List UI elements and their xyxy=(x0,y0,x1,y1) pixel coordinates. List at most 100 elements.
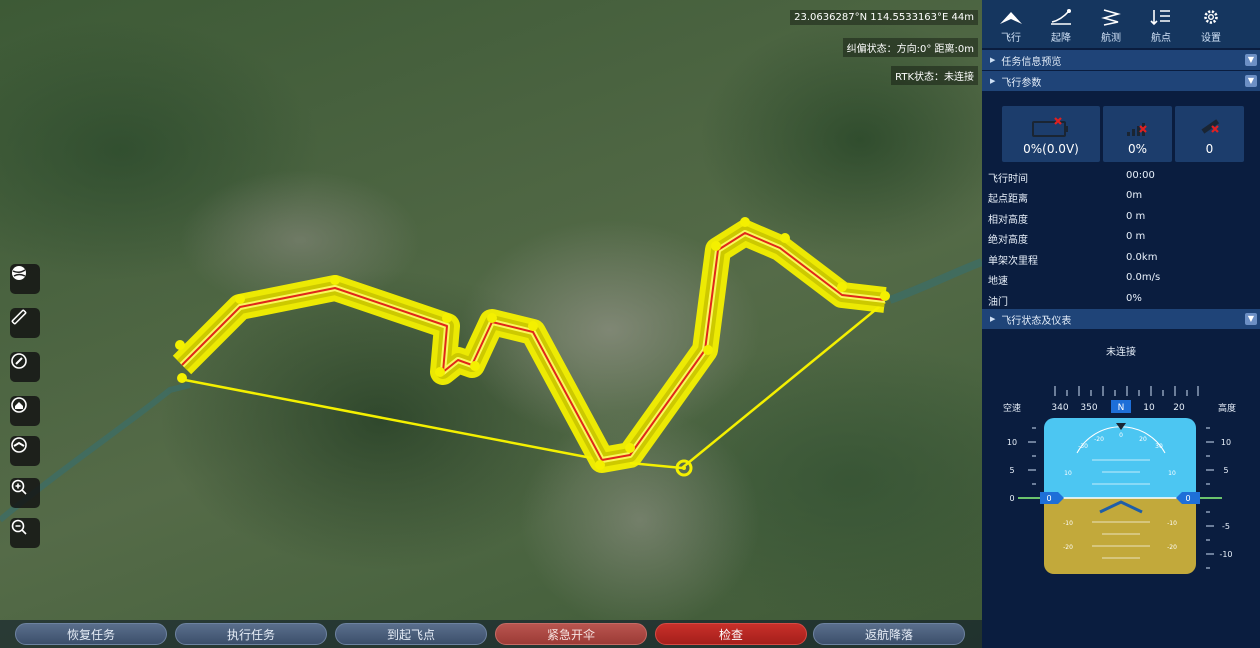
roll-label: -30 xyxy=(1078,443,1088,450)
airspeed-scale xyxy=(1028,427,1036,499)
roll-label: -20 xyxy=(1094,436,1104,443)
globe-layer-button[interactable] xyxy=(10,264,40,294)
battery-icon xyxy=(1032,117,1068,137)
signal-strength-icon xyxy=(1126,123,1147,136)
altitude-tick-label: 10 xyxy=(1221,438,1231,447)
param-row-absolute-altitude: 绝对高度 0 m xyxy=(988,231,1146,246)
panel-tabbar: 飞行 起降 航测 航点 设置 xyxy=(982,0,1260,48)
zoom-out-button[interactable] xyxy=(10,518,40,548)
ruler-measure-icon xyxy=(11,309,27,325)
chevron-down-icon[interactable]: ▼ xyxy=(1245,313,1257,325)
aircraft-symbol xyxy=(1099,500,1143,514)
airspeed-tick-label: 5 xyxy=(1009,466,1014,475)
expand-arrow-icon: ▶ xyxy=(990,56,996,64)
heading-indicator xyxy=(1111,400,1131,413)
zoom-in-button[interactable] xyxy=(10,478,40,508)
flight-center-line xyxy=(181,232,886,461)
artificial-horizon: 10 10 -10 -10 -20 -20 -30 -20 0 20 30 xyxy=(1044,418,1196,574)
roll-label: 30 xyxy=(1155,443,1163,450)
altitude-scale xyxy=(1206,427,1214,569)
go-to-takeoff-button[interactable]: 到起飞点 xyxy=(335,623,487,645)
chevron-down-icon[interactable]: ▼ xyxy=(1245,54,1257,66)
altitude-tick-label: -5 xyxy=(1222,522,1230,531)
battery-card: 0%(0.0V) xyxy=(1002,106,1100,162)
param-row-ground-speed: 地速 0.0m/s xyxy=(988,272,1161,287)
airspeed-label: 空速 xyxy=(1003,402,1021,414)
pitch-label: 10 xyxy=(1064,470,1072,477)
coordinate-readout: 23.0636287°N 114.5533163°E 44m xyxy=(790,10,978,25)
tab-takeoff-landing[interactable]: 起降 xyxy=(1036,0,1086,48)
section-flight-status[interactable]: ▶ 飞行状态及仪表 ▼ xyxy=(982,309,1260,329)
param-row-home-distance: 起点距离 0m xyxy=(988,190,1143,205)
execute-task-button[interactable]: 执行任务 xyxy=(175,623,327,645)
section-flight-params[interactable]: ▶ 飞行参数 ▼ xyxy=(982,71,1260,91)
altitude-tick-label: -10 xyxy=(1219,550,1232,559)
check-button[interactable]: 检查 xyxy=(655,623,807,645)
satellite-icon xyxy=(1200,119,1219,134)
airspeed-pointer xyxy=(1040,492,1064,504)
home-location-icon xyxy=(11,397,27,413)
param-row-flight-time: 飞行时间 00:00 xyxy=(988,170,1155,185)
gear-icon xyxy=(1204,10,1218,24)
drone-locate-icon xyxy=(11,437,27,453)
airspeed-value: 0 xyxy=(1046,494,1051,503)
globe-layer-icon xyxy=(12,266,26,280)
action-bar: 恢复任务 执行任务 到起飞点 紧急开伞 检查 返航降落 xyxy=(0,620,982,648)
tab-settings[interactable]: 设置 xyxy=(1186,0,1236,48)
tab-survey[interactable]: 航测 xyxy=(1086,0,1136,48)
control-panel: 飞行 起降 航测 航点 设置 ▶ 任务信息预览 ▼ ▶ 飞行参数 ▼ xyxy=(982,0,1260,648)
section-task-preview[interactable]: ▶ 任务信息预览 ▼ xyxy=(982,50,1260,70)
chevron-down-icon[interactable]: ▼ xyxy=(1245,75,1257,87)
battery-value: 0%(0.0V) xyxy=(1023,142,1079,156)
deviation-status: 纠偏状态：方向:0° 距离:0m xyxy=(842,38,978,57)
expand-arrow-icon: ▶ xyxy=(990,315,996,323)
emergency-parachute-button[interactable]: 紧急开伞 xyxy=(495,623,647,645)
attitude-instrument: 340 350 N 10 20 空速 高度 10 10 -10 -10 -20 xyxy=(1003,386,1236,574)
connection-status: 未连接 xyxy=(1106,347,1136,358)
airspeed-tick-label: 10 xyxy=(1007,438,1017,447)
pitch-label: -20 xyxy=(1167,544,1177,551)
altitude-label: 高度 xyxy=(1218,402,1236,414)
signal-card: 0% xyxy=(1103,106,1172,162)
heading-tick-label: N xyxy=(1118,403,1125,413)
takeoff-landing-icon xyxy=(1051,9,1071,25)
route-overlay xyxy=(0,217,982,523)
compass-icon xyxy=(11,353,27,369)
pitch-label: -10 xyxy=(1063,520,1073,527)
home-point-marker xyxy=(675,459,693,477)
signal-value: 0% xyxy=(1127,142,1148,156)
return-land-button[interactable]: 返航降落 xyxy=(813,623,965,645)
survey-icon xyxy=(1101,9,1121,26)
param-row-sortie-mileage: 单架次里程 0.0km xyxy=(988,252,1158,267)
tab-flight[interactable]: 飞行 xyxy=(986,0,1036,48)
map-view[interactable]: 23.0636287°N 114.5533163°E 44m 纠偏状态：方向:0… xyxy=(0,0,982,648)
route-connector-line xyxy=(184,378,603,462)
plane-icon xyxy=(1000,12,1022,24)
pitch-label: 10 xyxy=(1168,470,1176,477)
ruler-measure-button[interactable] xyxy=(10,308,40,338)
satellite-count: 0 xyxy=(1205,142,1214,156)
zoom-out-icon xyxy=(11,519,27,535)
drone-locate-button[interactable] xyxy=(10,436,40,466)
heading-tick-label: 340 xyxy=(1051,403,1068,413)
waypoint-markers xyxy=(175,217,890,470)
expand-arrow-icon: ▶ xyxy=(990,77,996,85)
altitude-tick-label: 5 xyxy=(1223,466,1228,475)
roll-label: 20 xyxy=(1139,436,1147,443)
airspeed-tick-label: 0 xyxy=(1009,494,1014,503)
ground xyxy=(1044,498,1196,574)
home-location-button[interactable] xyxy=(10,396,40,426)
heading-tick-label: 20 xyxy=(1173,403,1185,413)
roll-pointer xyxy=(1116,423,1126,430)
river xyxy=(888,258,982,304)
satellite-card: 0 xyxy=(1175,106,1244,162)
resume-task-button[interactable]: 恢复任务 xyxy=(15,623,167,645)
param-row-throttle: 油门 0% xyxy=(988,293,1142,308)
zoom-in-icon xyxy=(11,479,27,495)
compass-button[interactable] xyxy=(10,352,40,382)
rtk-status: RTK状态：未连接 xyxy=(891,66,978,85)
survey-route-inner xyxy=(177,226,886,467)
altitude-pointer xyxy=(1176,492,1200,504)
tab-waypoints[interactable]: 航点 xyxy=(1136,0,1186,48)
waypoint-list-icon xyxy=(1150,10,1170,26)
